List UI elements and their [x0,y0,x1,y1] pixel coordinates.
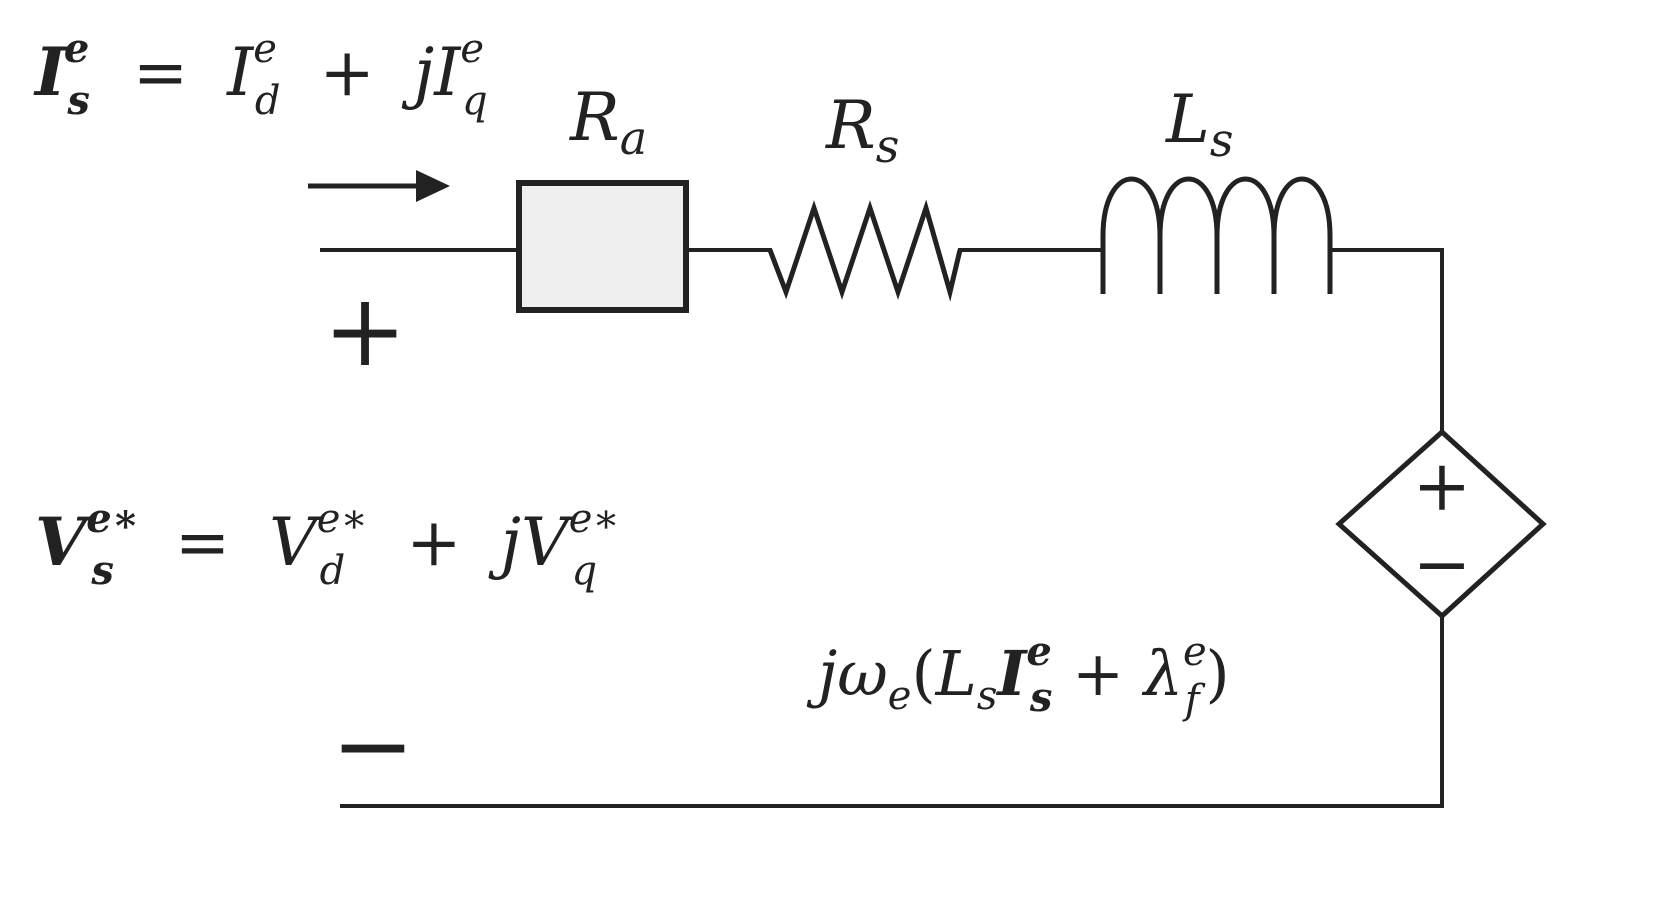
voltage-equation: Ve∗s = Ve∗d + jVe∗q [35,495,620,600]
voltage-plus: + [406,504,461,581]
current-term-q-sup: e [460,26,484,72]
label-ls: Ls [1165,81,1233,167]
voltage-term-d: V [269,504,323,581]
current-term-d-sup: e [253,26,277,72]
source-minus: − [1413,523,1472,605]
voltage-lhs-sub: s [90,547,114,594]
terminal-plus: + [323,272,407,389]
voltage-term-d-sup: e∗ [317,496,368,542]
voltage-term-q-sup: e∗ [569,496,620,542]
current-plus: + [319,34,374,111]
current-term-d: I [226,34,255,111]
inductor-ls [1100,176,1333,294]
label-ra: Ra [569,79,647,165]
circuit-wires [320,248,1444,808]
dependent-voltage-source: + − [1335,428,1547,620]
source-plus: + [1413,445,1472,527]
svg-text:Ve∗s = Ve∗d: Ve∗s = Ve∗d + jVe∗q [35,495,620,600]
voltage-equals: = [175,504,230,581]
current-lhs-sub: s [66,77,90,124]
voltage-term-q: jV [488,504,575,581]
voltage-lhs-sup: e∗ [86,495,139,542]
terminal-minus: − [331,687,415,804]
current-term-d-sub: d [255,78,281,124]
current-lhs-sup: e [64,25,89,72]
current-arrow [308,170,450,202]
resistor-ra [516,180,689,313]
resistor-rs [767,199,963,302]
current-term-q: jI [401,34,462,111]
current-lhs: I [33,33,68,111]
voltage-term-q-sub: q [572,548,598,594]
voltage-lhs: V [35,503,92,581]
current-term-q-sub: q [462,78,488,124]
current-equals: = [133,34,188,111]
label-rs: Rs [825,87,899,173]
voltage-term-d-sub: d [320,548,346,594]
